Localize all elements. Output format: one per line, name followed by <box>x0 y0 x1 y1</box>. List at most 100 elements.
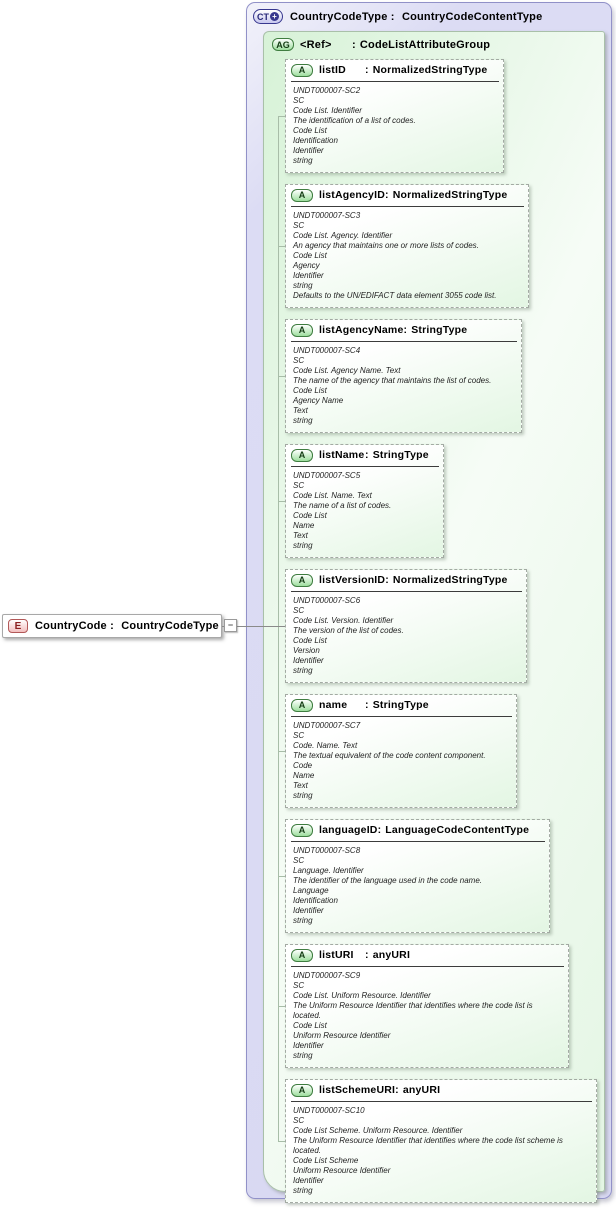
annotation-line: string <box>293 791 313 800</box>
attribute-header: A listURI : anyURI <box>286 945 568 965</box>
attribute-box[interactable]: A listVersionID : NormalizedStringType U… <box>285 569 527 683</box>
annotation-line: Name <box>293 771 315 780</box>
attribute-icon-label: A <box>298 950 306 960</box>
annotation-line: Language <box>293 886 329 895</box>
annotation-line: string <box>293 156 313 165</box>
annotation-line: SC <box>293 96 305 105</box>
attribute-icon-label: A <box>298 190 306 200</box>
header-divider <box>291 206 524 207</box>
attribute-type: NormalizedStringType <box>392 189 508 201</box>
annotation-line: string <box>293 1186 313 1195</box>
colon-separator: : <box>403 324 408 336</box>
annotation-line: UNDT000007-SC4 <box>293 346 361 355</box>
complex-type-basetype: CountryCodeContentType <box>401 10 543 23</box>
attribute-type: anyURI <box>372 949 411 961</box>
attribute-header: A listID : NormalizedStringType <box>286 60 503 80</box>
attribute-name: name <box>319 699 348 711</box>
attribute-guide-line <box>278 116 279 1141</box>
attribute-icon-label: A <box>298 700 306 710</box>
attribute-icon: A <box>291 323 313 337</box>
complex-type-icon-label: CT <box>257 11 269 22</box>
attribute-name: listName <box>319 449 365 461</box>
attribute-icon-label: A <box>298 1085 306 1095</box>
attribute-icon: A <box>291 948 313 962</box>
annotation-line: Text <box>293 406 308 415</box>
header-divider <box>291 841 545 842</box>
annotation-line: SC <box>293 481 305 490</box>
annotation-line: Identifier <box>293 1176 324 1185</box>
annotation-line: string <box>293 1051 313 1060</box>
header-divider <box>291 341 517 342</box>
header-divider <box>291 716 512 717</box>
attribute-icon-label: A <box>298 825 306 835</box>
annotation-line: Code List <box>293 386 327 395</box>
annotation-line: UNDT000007-SC9 <box>293 971 361 980</box>
attribute-icon-label: A <box>298 450 306 460</box>
attribute-group-header: AG <Ref> : CodeListAttributeGroup <box>264 32 604 51</box>
header-divider <box>291 1101 592 1102</box>
annotation-line: UNDT000007-SC5 <box>293 471 361 480</box>
attribute-icon: A <box>291 63 313 77</box>
annotation-line: Identifier <box>293 146 324 155</box>
attribute-type: anyURI <box>402 1084 441 1096</box>
element-name: CountryCode <box>35 620 107 632</box>
attribute-box[interactable]: A languageID : LanguageCodeContentType U… <box>285 819 550 933</box>
attribute-stub-line <box>278 751 285 752</box>
annotation-line: SC <box>293 731 305 740</box>
annotation-line: Version <box>293 646 320 655</box>
annotation-line: Identifier <box>293 271 324 280</box>
annotation-line: The name of the agency that maintains th… <box>293 376 492 385</box>
annotation-line: An agency that maintains one or more lis… <box>293 241 479 250</box>
attribute-box[interactable]: A listID : NormalizedStringType UNDT0000… <box>285 59 504 173</box>
attribute-box[interactable]: A listSchemeURI : anyURI UNDT000007-SC10… <box>285 1079 597 1203</box>
annotation-line: string <box>293 281 313 290</box>
colon-separator: : <box>352 38 356 51</box>
attribute-header: A listName : StringType <box>286 445 443 465</box>
attribute-box[interactable]: A listAgencyID : NormalizedStringType UN… <box>285 184 529 308</box>
attribute-header: A listAgencyID : NormalizedStringType <box>286 185 528 205</box>
attribute-icon: A <box>291 448 313 462</box>
annotation-line: string <box>293 666 313 675</box>
annotation-line: Text <box>293 531 308 540</box>
attribute-group-container[interactable]: AG <Ref> : CodeListAttributeGroup A list… <box>263 31 605 1203</box>
attribute-header: A languageID : LanguageCodeContentType <box>286 820 549 840</box>
annotation-line: SC <box>293 221 305 230</box>
annotation-line: UNDT000007-SC7 <box>293 721 361 730</box>
attribute-icon: A <box>291 698 313 712</box>
colon-separator: : <box>365 64 369 76</box>
attribute-icon-label: A <box>298 325 306 335</box>
complex-type-header: CT + CountryCodeType : CountryCodeConten… <box>247 3 611 24</box>
plus-icon: + <box>270 12 279 21</box>
annotation-line: UNDT000007-SC10 <box>293 1106 365 1115</box>
element-box[interactable]: E CountryCode : CountryCodeType <box>2 614 222 638</box>
attribute-header: A listSchemeURI : anyURI <box>286 1080 596 1100</box>
annotation-line: Code List <box>293 251 327 260</box>
attribute-group-type: CodeListAttributeGroup <box>359 38 491 51</box>
annotation-line: SC <box>293 1116 305 1125</box>
colon-separator: : <box>365 449 369 461</box>
attribute-box[interactable]: A listAgencyName : StringType UNDT000007… <box>285 319 522 433</box>
attribute-stub-line <box>278 876 285 877</box>
attribute-type: NormalizedStringType <box>392 574 508 586</box>
annotation-line: Code List <box>293 636 327 645</box>
attribute-type: StringType <box>411 324 468 336</box>
annotation-line: Name <box>293 521 315 530</box>
colon-separator: : <box>110 620 115 632</box>
annotation-line: string <box>293 541 313 550</box>
attribute-icon: A <box>291 823 313 837</box>
colon-separator: : <box>377 824 382 836</box>
attribute-name: listURI <box>319 949 354 961</box>
attribute-stub-line <box>278 376 285 377</box>
complex-type-container[interactable]: CT + CountryCodeType : CountryCodeConten… <box>246 2 612 1203</box>
collapse-toggle[interactable]: − <box>224 619 237 632</box>
annotation-line: The Uniform Resource Identifier that ide… <box>293 1136 563 1155</box>
colon-separator: : <box>395 1084 399 1096</box>
